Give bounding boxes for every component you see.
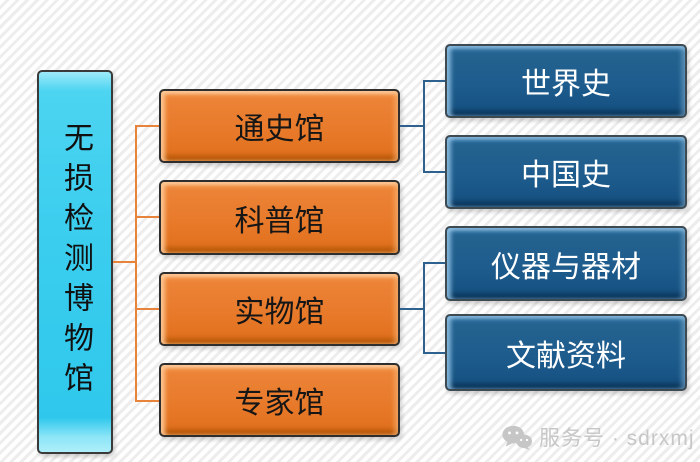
node-world-history: 世界史 xyxy=(445,44,687,118)
connector-branch-instruments xyxy=(425,262,445,264)
node-experts-hall: 专家馆 xyxy=(159,363,400,437)
node-artifacts-hall: 实物馆 xyxy=(159,272,400,346)
connector-artifacts-trunk xyxy=(400,308,423,310)
node-science-popularization-hall: 科普馆 xyxy=(159,180,400,255)
node-label: 文献资料 xyxy=(506,339,626,373)
connector-branch-world-history xyxy=(425,80,445,82)
node-label: 世界史 xyxy=(521,68,611,101)
connector-root-vertical xyxy=(135,125,137,402)
node-label: 仪器与器材 xyxy=(491,250,641,284)
wechat-icon xyxy=(502,425,532,450)
watermark: 服务号 · sdrxmj xyxy=(502,422,695,452)
node-label: 实物馆 xyxy=(234,296,325,329)
node-label: 通史馆 xyxy=(234,113,325,146)
connector-artifacts-vertical xyxy=(423,262,425,354)
root-node-label: 无损检测博物馆 xyxy=(59,122,92,402)
node-chinese-history: 中国史 xyxy=(445,135,687,209)
connector-branch-experts xyxy=(137,400,159,402)
connector-general-history-vertical xyxy=(423,80,425,173)
connector-branch-chinese-history xyxy=(425,171,445,173)
connector-branch-science-popularization xyxy=(137,216,159,218)
connector-general-history-trunk xyxy=(400,125,423,127)
connector-branch-general-history xyxy=(137,125,159,127)
watermark-text: 服务号 · sdrxmj xyxy=(539,427,695,450)
node-literature-materials: 文献资料 xyxy=(445,314,687,391)
connector-branch-artifacts xyxy=(137,308,159,310)
connector-branch-literature xyxy=(425,352,445,354)
root-node-museum: 无损检测博物馆 xyxy=(37,70,113,454)
node-label: 专家馆 xyxy=(234,387,325,420)
node-label: 中国史 xyxy=(521,159,611,192)
node-general-history-hall: 通史馆 xyxy=(159,89,400,163)
connector-root-trunk xyxy=(113,261,135,263)
node-label: 科普馆 xyxy=(234,204,325,238)
node-instruments-equipment: 仪器与器材 xyxy=(445,226,687,301)
